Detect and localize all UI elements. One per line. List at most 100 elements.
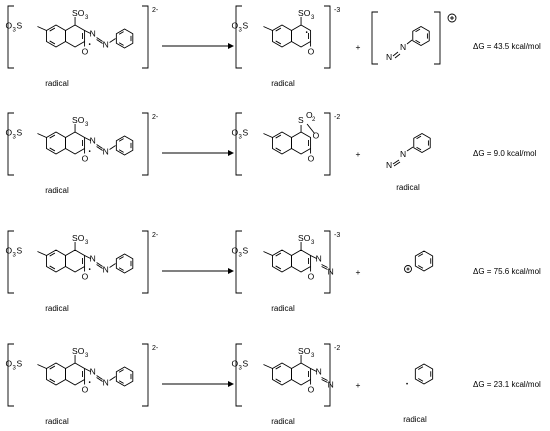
- azo-nitrogen-1: N: [90, 254, 96, 264]
- sulfonate-sulfur-label: S: [242, 21, 248, 31]
- double-bond: [275, 365, 282, 370]
- azo-nitrogen-2: N: [103, 40, 109, 50]
- double-bond: [49, 147, 56, 152]
- reactant-charge: 2-: [152, 114, 159, 121]
- sulfonate-oxygen-label: O: [231, 246, 238, 256]
- reactant-caption: radical: [45, 186, 69, 195]
- naphthalene-right-ring: [65, 131, 86, 155]
- phenyl-ring: [115, 28, 134, 49]
- sulfonate-oxygen-label: O: [231, 128, 238, 138]
- reactant-caption: radical: [45, 417, 69, 426]
- double-bond: [418, 366, 424, 370]
- reactant-charge: 2-: [152, 7, 159, 14]
- double-bond: [49, 365, 56, 370]
- radical-dot: •: [406, 382, 408, 388]
- diazo-bond: [321, 264, 328, 268]
- radical-dot: •: [306, 31, 308, 37]
- double-bond: [275, 27, 282, 32]
- double-bond: [418, 253, 424, 257]
- plus-sign: +: [356, 267, 361, 277]
- double-bond: [275, 265, 282, 270]
- arrow-head: [228, 268, 234, 274]
- product-caption: radical: [271, 304, 295, 313]
- double-bond: [392, 159, 400, 165]
- double-bond: [275, 40, 282, 45]
- sulfonate-bond: [263, 26, 273, 31]
- sulfonate-subscript: 3: [238, 28, 242, 34]
- azo-bond: [109, 145, 116, 150]
- sulfonate-bond: [37, 364, 47, 369]
- sultone-subscript: 2: [312, 117, 316, 123]
- sulfonate-oxygen-label: O: [5, 128, 12, 138]
- double-bond: [118, 31, 124, 35]
- arrow-head: [228, 150, 234, 156]
- double-bond: [418, 265, 424, 269]
- double-bond: [118, 369, 124, 373]
- product-2: •radical: [403, 363, 434, 424]
- double-bond: [118, 267, 124, 271]
- sulfonate-subscript: 3: [12, 253, 16, 259]
- diazenyl-nitrogen-2: N: [400, 149, 406, 159]
- product-right-bracket: [324, 230, 331, 294]
- product-charge: -2: [334, 345, 340, 352]
- naphthalene-left-ring: [272, 249, 292, 273]
- radical-dot: •: [89, 43, 91, 49]
- product-right-bracket: [324, 112, 331, 176]
- delta-g-value: ΔG = 75.6 kcal/mol: [473, 267, 541, 276]
- phenyl-ring: [115, 135, 134, 156]
- product-2: [404, 250, 434, 273]
- double-bond: [275, 378, 282, 383]
- oxygen-label: O: [308, 154, 315, 164]
- naphthalene-left-ring: [46, 362, 66, 386]
- ring-bond: [306, 123, 315, 134]
- reactant-right-bracket: [142, 112, 149, 176]
- azo-bond: [96, 264, 103, 269]
- product-2-caption: radical: [396, 183, 420, 192]
- sulfonate-label: SO: [72, 8, 85, 18]
- sulfonate-subscript: 3: [311, 353, 315, 359]
- arrow-head: [228, 381, 234, 387]
- sulfonate-subscript: 3: [12, 28, 16, 34]
- diazo-bond: [321, 379, 328, 383]
- phenoxyl-oxygen: O: [82, 47, 89, 57]
- double-bond: [415, 39, 421, 44]
- azo-bond: [96, 377, 103, 382]
- phenyl-ring: [414, 250, 434, 272]
- azo-nitrogen-1: N: [90, 367, 96, 377]
- sulfonate-bond: [263, 251, 273, 256]
- phenoxyl-oxygen: O: [82, 272, 89, 282]
- double-bond: [49, 265, 56, 270]
- product-right-bracket: [324, 5, 331, 69]
- sultone-ring-oxygen: O: [313, 131, 320, 141]
- diazo-nitrogen-2: N: [328, 267, 334, 277]
- double-bond: [416, 146, 422, 151]
- reactant-caption: radical: [45, 79, 69, 88]
- reactant-left-bracket: [7, 5, 14, 69]
- product-left-bracket: [235, 230, 242, 294]
- double-bond: [118, 42, 124, 46]
- sulfonate-bond: [37, 251, 47, 256]
- sulfonate-sulfur-label: S: [16, 128, 22, 138]
- azo-nitrogen-2: N: [103, 265, 109, 275]
- double-bond: [275, 134, 282, 139]
- naphthalene-left-ring: [272, 24, 292, 48]
- azo-bond: [96, 39, 103, 44]
- reactant-right-bracket: [142, 230, 149, 294]
- azo-bond: [84, 137, 91, 141]
- sulfonate-sulfur-label: S: [242, 246, 248, 256]
- phenoxyl-oxygen: O: [82, 385, 89, 395]
- plus-sign: +: [356, 42, 361, 52]
- double-bond: [49, 134, 56, 139]
- product-caption: radical: [271, 79, 295, 88]
- sulfonate-subscript: 3: [85, 15, 89, 21]
- sulfonate-label: SO: [72, 233, 85, 243]
- phenyl-ring: [115, 366, 134, 387]
